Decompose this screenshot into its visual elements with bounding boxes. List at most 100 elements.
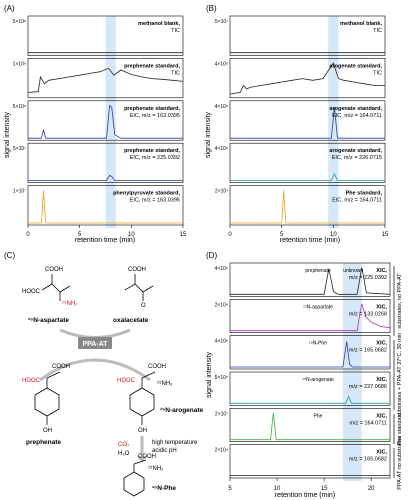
series-line — [230, 303, 391, 332]
series-name: m/z = 165.0682 — [349, 348, 387, 354]
arog-oh: OH — [138, 428, 147, 434]
series-name: XIC, — [376, 341, 387, 347]
trace-frame — [27, 185, 184, 226]
condition-1: high temperature — [152, 440, 198, 446]
x-tick-label: 0 — [26, 232, 30, 238]
series-line — [229, 62, 385, 95]
reaction-arc — [59, 328, 131, 339]
x-tick-label: 15 — [382, 232, 389, 238]
series-name: XIC, — [376, 377, 387, 383]
series-name: XIC, — [376, 413, 387, 419]
panel-c-scheme: COOH HOOC ¹⁵NH₂ ¹⁵N-aspartate COOH O oxa… — [22, 267, 204, 497]
series-name: EIC, m/z = 163.0395 — [130, 198, 180, 204]
series-name: EIC, m/z = 164.0711 — [332, 113, 382, 119]
enzyme-label: PPA-AT — [82, 341, 108, 348]
prephenate-structure — [34, 371, 61, 425]
x-tick-label: 10 — [128, 232, 135, 238]
panel-d-groups: substrates, no PPA-AT substrates + PPA-A… — [393, 266, 403, 490]
trace-frame — [229, 408, 391, 442]
y-tick-label: 1×10⁹ — [13, 61, 26, 67]
trace-frame — [229, 335, 391, 370]
oxa-o: O — [141, 303, 146, 309]
y-tick-label: 1×10⁷ — [13, 189, 26, 195]
y-tick-label: 4×10⁸ — [215, 104, 228, 110]
prep-oh: OH — [43, 428, 52, 434]
panel-label-a: (A) — [4, 4, 15, 13]
d-xlabel: retention time (min) — [275, 492, 335, 499]
peak-annotation: ¹⁵N-arogenate — [302, 377, 334, 383]
phe-structure — [123, 459, 147, 497]
series-line — [28, 174, 183, 182]
y-tick-label: 2×10⁷ — [215, 411, 228, 417]
x-tick-label: 10 — [274, 486, 281, 492]
trace-frame — [229, 299, 391, 333]
series-name: XIC, — [376, 268, 387, 274]
series-name: prephenate standard, — [124, 63, 180, 69]
highlight-band — [105, 16, 116, 228]
trace-frame — [229, 262, 391, 297]
prep-hooc: HOOC — [22, 378, 41, 384]
group-label-2: substrates + PPA-AT 37°C, 30 min — [397, 333, 403, 417]
series-line — [28, 104, 183, 139]
label-n-aspartate: ¹⁵N-aspartate — [28, 317, 69, 324]
y-tick-label: 4×10⁵ — [215, 266, 228, 272]
peak-annotation: ¹⁵N-aspartate — [303, 304, 333, 310]
series-name: m/z = 225.0392 — [349, 275, 387, 281]
series-name: m/z = 133.0268 — [349, 311, 387, 317]
x-tick-label: 5 — [78, 232, 82, 238]
series-name: TIC — [373, 28, 382, 34]
trace-frame — [27, 142, 184, 183]
series-name: EIC, m/z = 164.0711 — [332, 198, 382, 204]
trace-frame — [229, 58, 386, 99]
label-prephenate: prephenate — [26, 439, 61, 446]
group-label-1: substrates, no PPA-AT — [397, 273, 403, 329]
trace-frame — [229, 15, 386, 56]
series-line — [230, 412, 390, 441]
series-line — [230, 267, 391, 295]
trace-frame — [229, 185, 386, 226]
peak-annotation: prephenate — [305, 268, 331, 274]
trace-frame — [229, 371, 391, 406]
panel-label-b: (B) — [206, 4, 217, 13]
series-name: phenylpyruvate standard, — [113, 191, 180, 197]
series-name: TIC — [373, 70, 382, 76]
phe-cooh: COOH — [138, 454, 156, 460]
asp-cooh-top: COOH — [45, 267, 63, 273]
b-xlabel: retention time (min) — [280, 237, 340, 244]
series-name: arogenate standard, — [329, 63, 382, 69]
x-tick-label: 5 — [228, 486, 232, 492]
series-name: methanol blank, — [340, 21, 382, 27]
series-line — [28, 190, 183, 224]
series-name: arogenate standard, — [329, 106, 382, 112]
peak-annotation: unknown — [343, 268, 363, 274]
oxaloacetate-structure — [124, 274, 154, 301]
x-tick-label: 0 — [228, 232, 232, 238]
x-tick-label: 20 — [368, 486, 375, 492]
series-line — [230, 341, 390, 368]
series-name: XIC, — [376, 450, 387, 456]
series-name: m/z = 165.0682 — [349, 457, 387, 463]
group-label-4: PPA-AT no substrates — [397, 436, 403, 490]
y-tick-label: 5×10⁷ — [13, 146, 26, 152]
series-name: XIC, — [376, 304, 387, 310]
series-line — [230, 172, 385, 182]
series-name: prephenate standard, — [124, 106, 180, 112]
series-name: prephenate standard, — [124, 148, 180, 154]
h2o-label: H₂O — [118, 451, 130, 457]
series-name: Phe standard, — [346, 191, 383, 197]
trace-frame — [27, 100, 184, 141]
panel-label-c: (C) — [4, 251, 15, 260]
label-n-phe: ¹⁵N-Phe — [152, 485, 176, 492]
oxa-cooh: COOH — [128, 267, 146, 273]
label-oxaloacetate: oxalacetate — [113, 317, 149, 324]
series-name: m/z = 164.0711 — [349, 420, 387, 426]
series-line — [230, 395, 390, 404]
asp-nh2: ¹⁵NH₂ — [62, 300, 78, 307]
arogenate-structure — [129, 371, 156, 425]
peak-annotation: Phe — [314, 413, 323, 419]
a-xlabel: retention time (min) — [75, 237, 135, 244]
series-name: methanol blank, — [138, 21, 180, 27]
